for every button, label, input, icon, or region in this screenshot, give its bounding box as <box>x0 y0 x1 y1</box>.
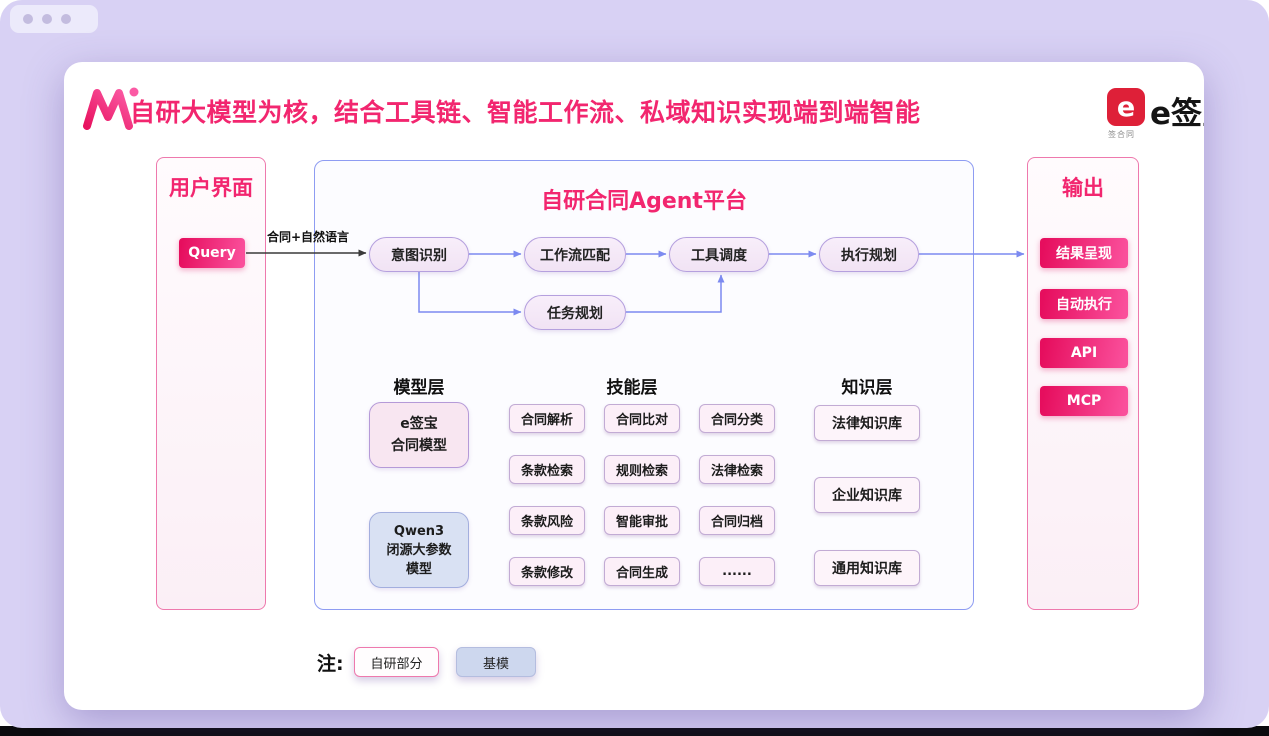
skill-layer-title: 技能层 <box>606 378 658 398</box>
flow-node-tool-dispatch: 工具调度 <box>669 237 769 272</box>
skill-contract-classify: 合同分类 <box>699 404 775 433</box>
skill-clause-search: 条款检索 <box>509 455 585 484</box>
window-control-dot[interactable] <box>61 14 71 24</box>
page-title: 自研大模型为核，结合工具链、智能工作流、私域知识实现端到端智能 <box>130 98 921 127</box>
flow-node-workflow-match: 工作流匹配 <box>524 237 626 272</box>
output-item-auto-exec: 自动执行 <box>1040 289 1128 319</box>
output-panel: 输出 结果呈现 自动执行 API MCP <box>1027 157 1139 610</box>
knowledge-layer-title: 知识层 <box>841 378 893 398</box>
kb-enterprise: 企业知识库 <box>814 477 920 513</box>
bottom-bezel <box>0 726 1269 736</box>
model-esign: e签宝 合同模型 <box>369 402 469 468</box>
flow-node-exec-plan: 执行规划 <box>819 237 919 272</box>
flow-node-intent: 意图识别 <box>369 237 469 272</box>
model-esign-line1: e签宝 <box>400 416 438 432</box>
query-button: Query <box>179 238 245 268</box>
esign-logo-letter: e <box>1116 91 1136 123</box>
skill-more: ...... <box>699 557 775 586</box>
skill-contract-parse: 合同解析 <box>509 404 585 433</box>
skill-contract-compare: 合同比对 <box>604 404 680 433</box>
kb-general: 通用知识库 <box>814 550 920 586</box>
skill-smart-approve: 智能审批 <box>604 506 680 535</box>
model-esign-line2: 合同模型 <box>391 438 447 454</box>
user-panel-title: 用户界面 <box>169 176 253 200</box>
skill-clause-risk: 条款风险 <box>509 506 585 535</box>
output-panel-title: 输出 <box>1062 176 1104 200</box>
brand-tagline: 签合同 <box>1108 130 1135 139</box>
platform-title: 自研合同Agent平台 <box>541 189 747 214</box>
brand-name: e签宝 <box>1150 96 1204 132</box>
ai-logo-icon <box>83 87 139 130</box>
window-controls <box>10 5 98 33</box>
legend-note: 注: <box>317 653 344 675</box>
model-layer-title: 模型层 <box>393 378 445 398</box>
kb-legal: 法律知识库 <box>814 405 920 441</box>
flow-node-task-plan: 任务规划 <box>524 295 626 330</box>
legend-self-developed: 自研部分 <box>354 647 439 677</box>
skill-contract-archive: 合同归档 <box>699 506 775 535</box>
skill-clause-edit: 条款修改 <box>509 557 585 586</box>
model-qwen-line3: 模型 <box>405 561 432 577</box>
legend-base-model: 基模 <box>456 647 536 677</box>
skill-contract-generate: 合同生成 <box>604 557 680 586</box>
model-qwen: Qwen3 闭源大参数 模型 <box>369 512 469 588</box>
model-qwen-line1: Qwen3 <box>393 523 445 539</box>
window-control-dot[interactable] <box>23 14 33 24</box>
window-control-dot[interactable] <box>42 14 52 24</box>
skill-legal-search: 法律检索 <box>699 455 775 484</box>
slide-card: 自研大模型为核，结合工具链、智能工作流、私域知识实现端到端智能 e e签宝 签合… <box>64 62 1204 710</box>
user-interface-panel: 用户界面 Query <box>156 157 266 610</box>
output-item-result: 结果呈现 <box>1040 238 1128 268</box>
output-item-api: API <box>1040 338 1128 368</box>
skill-rule-search: 规则检索 <box>604 455 680 484</box>
query-arrow-label: 合同+自然语言 <box>266 230 350 244</box>
model-qwen-line2: 闭源大参数 <box>386 542 452 558</box>
esign-logo-icon: e <box>1107 88 1145 126</box>
output-item-mcp: MCP <box>1040 386 1128 416</box>
